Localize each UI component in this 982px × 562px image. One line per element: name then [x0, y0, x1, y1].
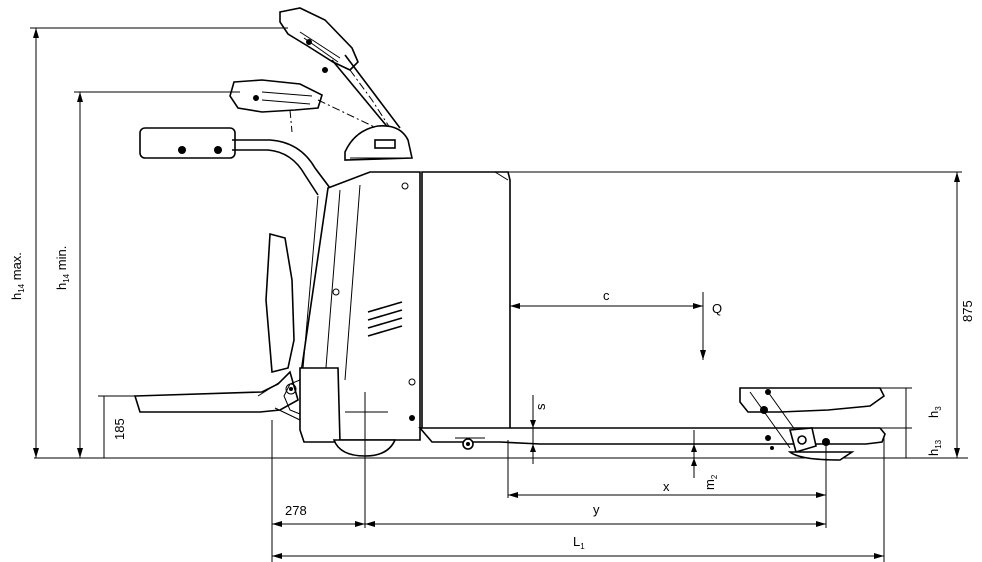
label-s: s — [533, 403, 548, 410]
label-m2: m2 — [702, 474, 719, 490]
svg-text:h3: h3 — [926, 406, 943, 418]
label-h13: h13 — [926, 439, 943, 456]
tiller-trajectory — [349, 69, 391, 129]
label-278: 278 — [285, 503, 307, 518]
drive-unit — [274, 367, 341, 443]
label-h3: h3 — [926, 406, 943, 418]
svg-text:s: s — [533, 403, 548, 410]
svg-text:h14 max.: h14 max. — [9, 252, 26, 300]
label-x: x — [663, 479, 670, 494]
svg-text:h13: h13 — [926, 439, 943, 456]
tiller-max-position — [279, 7, 401, 131]
label-h14-min: h14 min. — [54, 246, 71, 290]
label-Q: Q — [712, 301, 722, 316]
battery-compartment — [421, 171, 511, 441]
label-y: y — [593, 502, 600, 517]
side-backrest-handle — [139, 127, 331, 196]
svg-text:h14 min.: h14 min. — [54, 246, 71, 290]
label-L1: L1 — [573, 534, 585, 551]
svg-text:185: 185 — [112, 418, 127, 440]
fork-lift-mechanism — [739, 387, 886, 461]
label-185: 185 — [112, 418, 127, 440]
label-875: 875 — [960, 300, 975, 322]
pivot-detail — [374, 139, 396, 149]
svg-text:m2: m2 — [702, 474, 719, 490]
svg-text:875: 875 — [960, 300, 975, 322]
label-h14-max: h14 max. — [9, 252, 26, 300]
operator-platform — [133, 232, 299, 413]
label-c: c — [603, 288, 610, 303]
tiller-min-position — [229, 79, 386, 133]
